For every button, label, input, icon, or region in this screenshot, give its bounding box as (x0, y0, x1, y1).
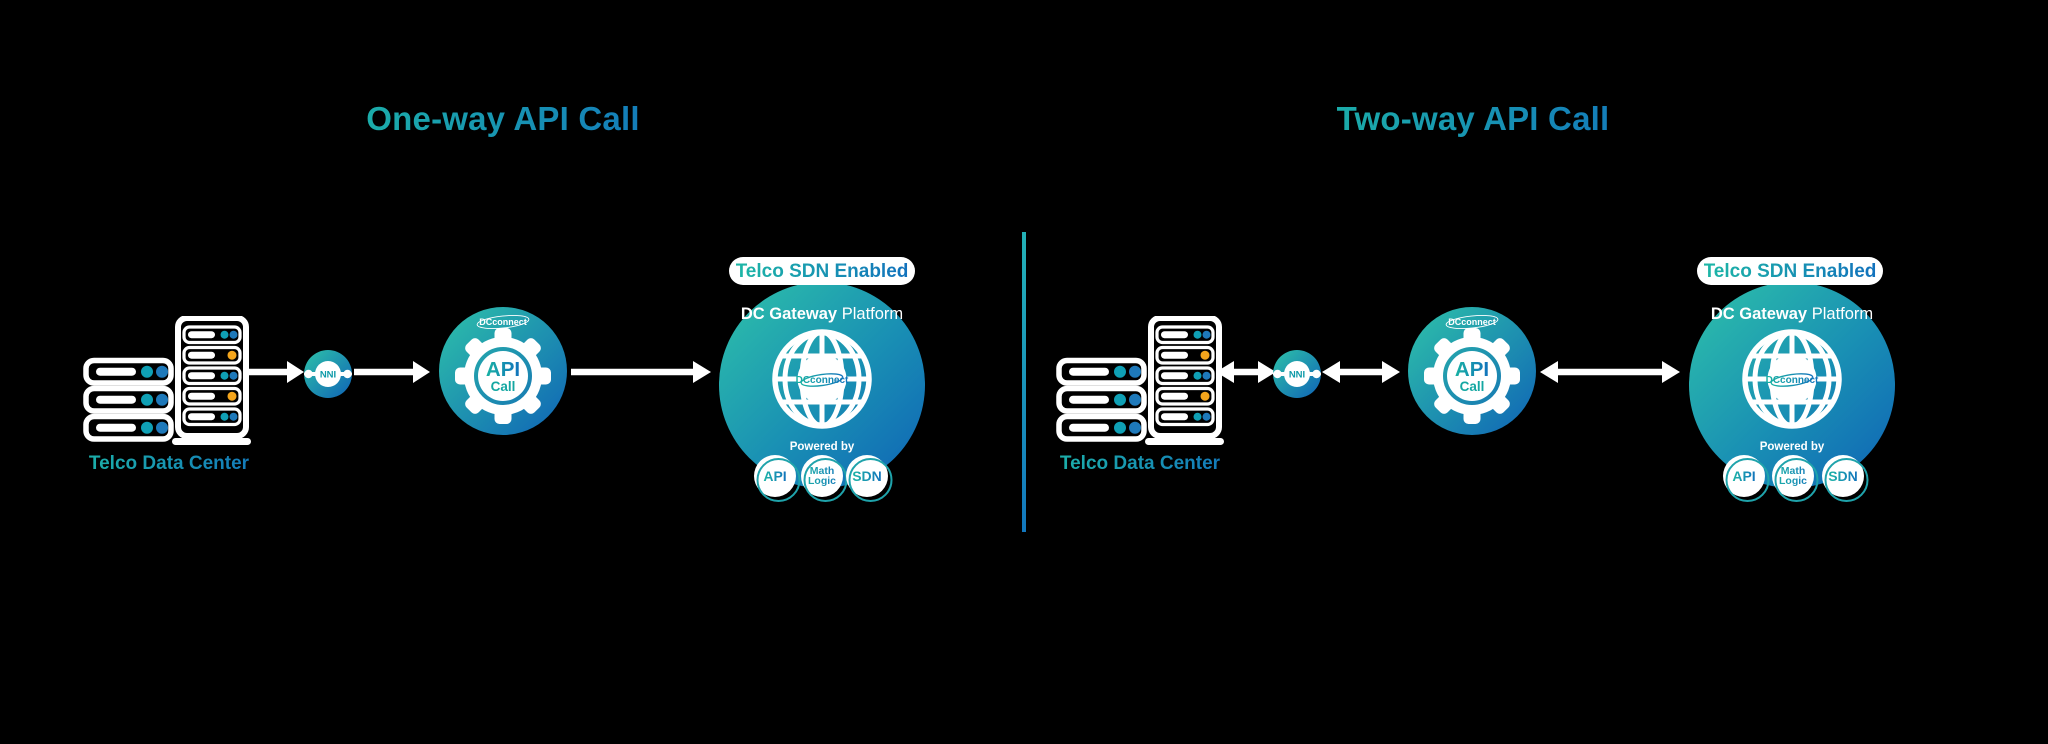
globe-icon: DCconnect (772, 329, 872, 429)
call-text: Call (491, 379, 516, 394)
powered-by-label: Powered by (1759, 441, 1825, 453)
arrow-api-to-gateway-icon (571, 361, 711, 383)
arrow-dc-to-nni-icon (246, 361, 304, 383)
server-rack-icon (83, 316, 251, 445)
api-text: API (1455, 358, 1489, 381)
math-logic-badge: Math Logic (801, 455, 843, 497)
api-badge: API (1723, 455, 1765, 497)
globe-icon: DCconnect (1742, 329, 1842, 429)
panel-divider (1022, 232, 1026, 532)
two-way-arrow-api-gateway-icon (1540, 361, 1680, 383)
api-call-gear-icon: DCconnect API Call (1408, 307, 1536, 435)
globe-brand: DCconnect (1766, 375, 1819, 386)
math-logic-badge-label: Math Logic (1772, 465, 1814, 487)
api-badge: API (754, 455, 796, 497)
telco-sdn-enabled-badge: Telco SDN Enabled (729, 257, 915, 285)
api-text: API (486, 358, 520, 381)
nni-label: NNI (320, 370, 336, 381)
sdn-badge: SDN (846, 455, 888, 497)
sdn-badge-label: SDN (1828, 468, 1858, 484)
dc-gateway-bold: DC Gateway (1710, 305, 1808, 323)
one-way-title: One-way API Call (303, 101, 703, 137)
powered-by-label: Powered by (789, 441, 855, 453)
dcconnect-brand: DCconnect (479, 317, 527, 327)
sdn-badge-label: SDN (852, 468, 882, 484)
call-text: Call (1460, 379, 1485, 394)
api-badge-label: API (1732, 468, 1756, 484)
nni-node-icon: NNI (1273, 350, 1321, 398)
telco-sdn-enabled-badge: Telco SDN Enabled (1697, 257, 1883, 285)
math-logic-badge: Math Logic (1772, 455, 1814, 497)
dc-gateway-bold: DC Gateway (740, 305, 838, 323)
dc-gateway-platform-label: DC Gateway Platform (1692, 305, 1892, 324)
telco-sdn-enabled-label: Telco SDN Enabled (1703, 260, 1877, 282)
api-call-gear-icon: DCconnect API Call (439, 307, 567, 435)
arrow-nni-to-api-icon (354, 361, 430, 383)
platform-regular: Platform (1811, 305, 1874, 323)
dc-gateway-platform-label: DC Gateway Platform (722, 305, 922, 324)
two-way-arrow-dc-nni-icon (1216, 361, 1276, 383)
telco-sdn-enabled-label: Telco SDN Enabled (735, 260, 909, 282)
nni-node-icon: NNI (304, 350, 352, 398)
math-logic-badge-label: Math Logic (801, 465, 843, 487)
nni-label: NNI (1289, 370, 1305, 381)
sdn-badge: SDN (1822, 455, 1864, 497)
dcconnect-brand: DCconnect (1448, 317, 1496, 327)
globe-brand: DCconnect (796, 375, 849, 386)
two-way-arrow-nni-api-icon (1322, 361, 1400, 383)
data-center-label: Telco Data Center (1030, 453, 1250, 475)
api-badge-label: API (763, 468, 787, 484)
server-rack-icon (1056, 316, 1224, 445)
two-way-title: Two-way API Call (1273, 101, 1673, 137)
platform-regular: Platform (841, 305, 904, 323)
data-center-label: Telco Data Center (59, 453, 279, 475)
